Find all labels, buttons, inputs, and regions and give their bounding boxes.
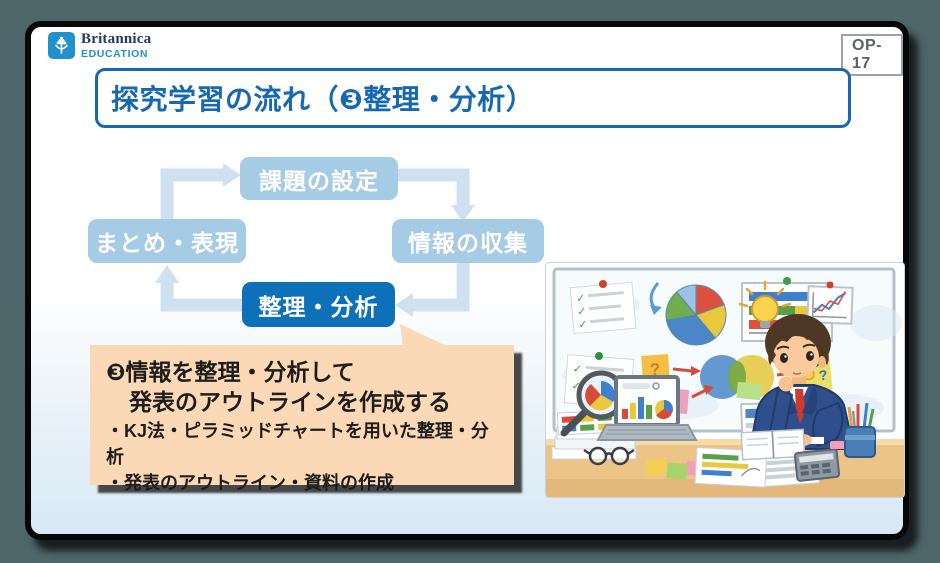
svg-text:?: ?	[818, 367, 828, 384]
flow-step-topic-setting: 課題の設定	[240, 157, 398, 200]
callout-heading-line1: ❸情報を整理・分析して	[106, 359, 355, 385]
flow-step-information-gathering: 情報の収集	[392, 219, 544, 263]
eraser-icon	[830, 441, 846, 449]
callout-bullet-2: ・発表のアウトライン・資料の作成	[106, 472, 394, 493]
pin-icon	[826, 281, 834, 289]
callout-bullet-1: ・KJ法・ピラミッドチャートを用いた整理・分析	[106, 420, 489, 467]
svg-text:✓: ✓	[576, 293, 586, 306]
lightbulb-icon	[738, 280, 792, 328]
britannica-logo-text: Britannica EDUCATION	[81, 32, 151, 60]
sticky-note-question: ?	[641, 354, 670, 382]
pin-icon	[783, 277, 791, 285]
slide-title-box: 探究学習の流れ（❸整理・分析）	[95, 68, 851, 128]
svg-text:✓: ✓	[577, 305, 587, 318]
callout-heading-line2: 発表のアウトラインを作成する	[129, 389, 451, 416]
flow-step-label: まとめ・表現	[95, 230, 239, 256]
britannica-thistle-icon	[48, 32, 75, 60]
svg-text:?: ?	[649, 360, 661, 380]
flow-step-organize-analyze: 整理・分析	[242, 282, 395, 327]
magnifier-icon	[560, 370, 626, 437]
flow-step-label: 整理・分析	[258, 293, 379, 320]
svg-text:✓: ✓	[578, 318, 588, 331]
logo-subbrand-label: EDUCATION	[81, 48, 149, 60]
calculator-icon	[793, 448, 841, 482]
glasses-icon	[583, 446, 635, 466]
svg-text:✓: ✓	[571, 380, 581, 393]
flow-step-label: 情報の収集	[408, 230, 528, 256]
laptop	[596, 375, 698, 441]
sticky-note	[736, 381, 762, 401]
slide-title: 探究学習の流れ（❸整理・分析）	[111, 84, 535, 115]
ear	[818, 356, 826, 368]
presentation-slide: Britannica EDUCATION OP-17 探究学習の流れ（❸整理・分…	[25, 21, 909, 540]
pen-cup	[844, 402, 876, 458]
flow-step-label: 課題の設定	[259, 167, 379, 194]
necktie	[795, 389, 805, 424]
student-analysis-illustration: ✓ ✓ ✓ ✓ ✓	[545, 262, 905, 498]
callout-pointer	[400, 324, 449, 347]
flow-step-summarize-express: まとめ・表現	[88, 219, 246, 263]
svg-text:✓: ✓	[572, 363, 582, 376]
notebook	[740, 428, 806, 461]
slide-code-badge: OP-17	[841, 34, 903, 76]
pie-chart-icon	[665, 284, 727, 346]
britannica-logo: Britannica EDUCATION	[48, 32, 151, 60]
arrowhead-icon	[650, 305, 662, 315]
checklist-note: ✓ ✓ ✓	[569, 281, 637, 335]
step3-description-callout: ❸情報を整理・分析して 発表のアウトラインを作成する ・KJ法・ピラミッドチャー…	[90, 345, 514, 493]
logo-brand-label: Britannica	[81, 31, 152, 47]
pin-icon	[595, 352, 603, 360]
hand-on-chin	[778, 376, 794, 392]
pin-icon	[599, 280, 607, 288]
